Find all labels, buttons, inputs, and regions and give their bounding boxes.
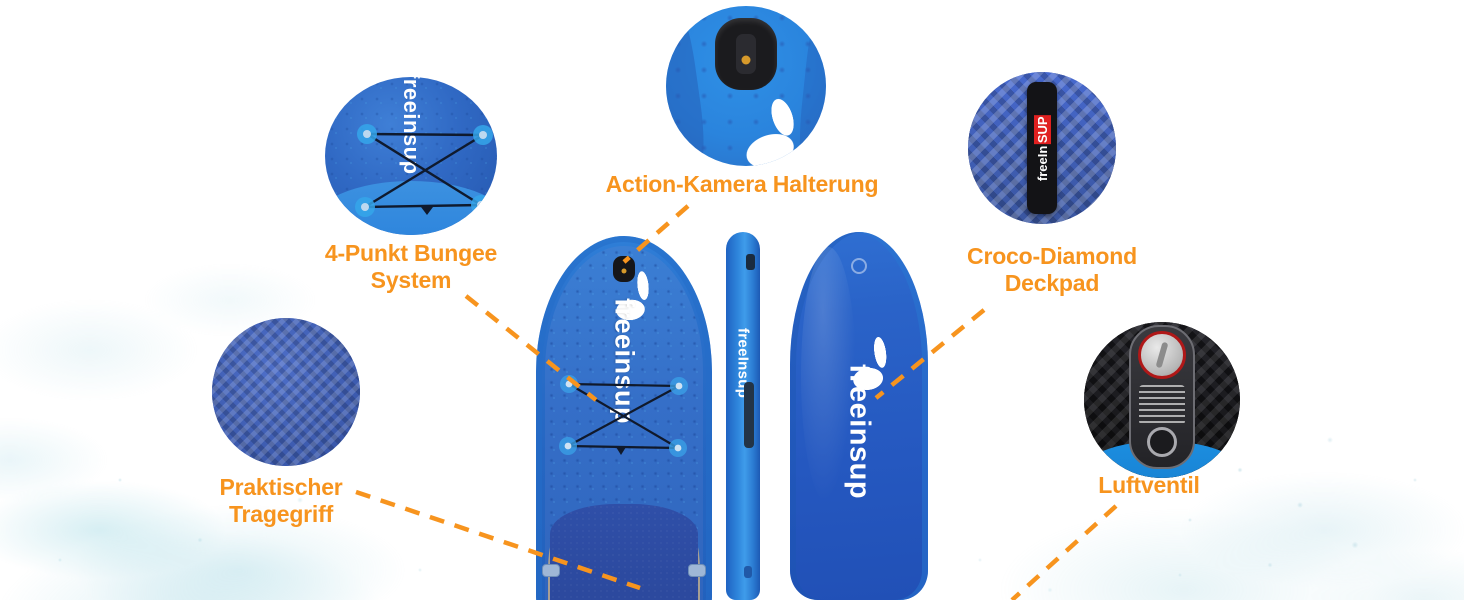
callout-label-carry-handle: Praktischer Tragegriff bbox=[219, 474, 343, 527]
valve-pull-ring bbox=[1147, 426, 1177, 457]
callout-label-camera: Action-Kamera Halterung bbox=[605, 171, 879, 197]
board-top-view: freeinsup bbox=[536, 236, 712, 600]
callout-label-air-valve: Luftventil bbox=[1098, 472, 1200, 498]
bungee-cord-icon bbox=[559, 375, 688, 457]
air-valve-icon bbox=[1129, 324, 1195, 469]
valve-cap bbox=[1138, 330, 1186, 379]
board-rail-body bbox=[726, 232, 760, 600]
connector-air-valve bbox=[1010, 504, 1118, 600]
brand-text-circle: freeinsup bbox=[399, 77, 424, 175]
board-brand-text: freeinsup bbox=[843, 364, 876, 500]
nose-d-ring bbox=[851, 258, 867, 274]
carry-handle-icon bbox=[212, 318, 360, 466]
rail-fitting-top bbox=[746, 254, 756, 270]
board-gloss-highlight bbox=[801, 246, 857, 505]
camera-mount-icon bbox=[715, 18, 777, 90]
d-ring-right bbox=[688, 564, 706, 577]
board-brand-text: freeinsup bbox=[609, 298, 640, 425]
callout-label-deckpad: Croco-Diamond Deckpad bbox=[967, 243, 1137, 296]
feature-circle-air-valve bbox=[1084, 322, 1240, 478]
feature-circle-camera bbox=[666, 6, 826, 166]
handle-strap-brand: freeIn bbox=[1034, 145, 1050, 182]
board-brand-text: freeInsup bbox=[734, 328, 752, 399]
feature-circle-bungee: freeinsup bbox=[325, 77, 497, 235]
rail-fitting-middle bbox=[743, 382, 754, 448]
callout-label-bungee: 4-Punkt Bungee System bbox=[324, 240, 498, 293]
rail-fitting-bottom bbox=[743, 566, 752, 578]
board-nose-area bbox=[325, 181, 497, 235]
valve-instruction-label bbox=[1139, 384, 1185, 425]
bungee-cord-icon bbox=[355, 124, 493, 217]
feature-circle-carry-handle bbox=[212, 318, 360, 466]
board-rail-view: freeInsup bbox=[726, 232, 760, 600]
board-underside bbox=[790, 232, 928, 600]
board-bottom-view: freeinsup bbox=[790, 232, 928, 600]
handle-strap-badge: SUP bbox=[1033, 114, 1051, 144]
